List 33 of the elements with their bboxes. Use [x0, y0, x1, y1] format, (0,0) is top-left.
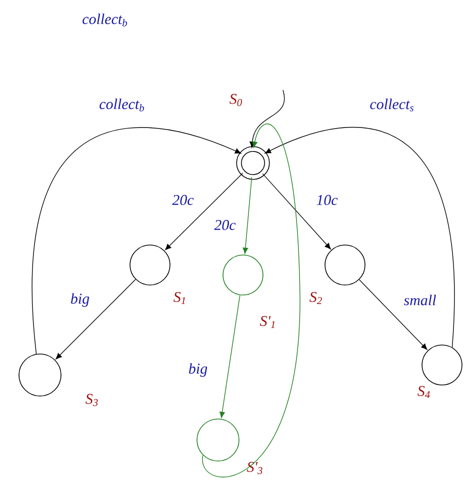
state-label: S$_{3}$: [86, 394, 98, 406]
edge-label: small: [402, 294, 438, 306]
state-circle: [196, 418, 240, 462]
state-circle: [130, 244, 170, 286]
edge-label: big: [187, 362, 209, 378]
edge-label: big: [69, 292, 91, 308]
state-label: S'$_{1}$: [260, 316, 275, 328]
state-label: S$_{0}$: [230, 94, 242, 106]
transition-label: collect$_{b}$: [82, 14, 128, 26]
edge-label: 10c: [315, 194, 339, 206]
arrow: [220, 294, 240, 418]
edge-label: collect$_{b}$: [98, 98, 146, 112]
edge-label: 20c: [213, 218, 237, 232]
state-circle: [236, 146, 270, 180]
arrow: [242, 177, 252, 254]
state-label: S$_{4}$: [418, 386, 430, 398]
edge-label: 20c: [171, 194, 195, 206]
arrow: [264, 127, 455, 348]
arrow: [262, 173, 331, 250]
arrow: [202, 124, 300, 478]
state-label: S'$_{3}$: [246, 462, 262, 474]
arrow: [165, 172, 244, 250]
arrow: [358, 279, 428, 350]
state-label: S$_{2}$: [310, 292, 322, 304]
arrow: [32, 127, 242, 354]
edge-label: collect$_{s}$: [368, 98, 416, 112]
state-circle: [422, 344, 462, 386]
state-label: S$_{1}$: [174, 292, 185, 304]
state-circle: [324, 244, 366, 286]
state-circle: [18, 354, 62, 396]
arrow: [56, 279, 136, 360]
state-circle: [222, 254, 264, 296]
arrow: [250, 90, 285, 148]
